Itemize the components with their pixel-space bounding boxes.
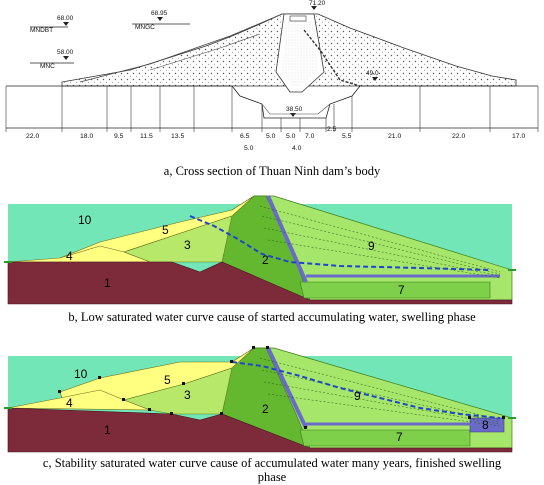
level-marker-icon <box>63 56 69 60</box>
dimension-label: 21.0 <box>388 133 401 140</box>
mesh-nodes <box>58 346 505 429</box>
seepage-lines <box>259 357 501 427</box>
level-value-crest: 71.20 <box>309 0 326 7</box>
dimension-label: 9.5 <box>114 133 124 140</box>
zone-label-4: 4 <box>66 249 73 263</box>
caption-c-line2: phase <box>258 470 287 484</box>
caption-a: a, Cross section of Thuan Ninh dam’s bod… <box>164 164 381 178</box>
zone-label-4: 4 <box>66 396 73 410</box>
zone-1-foundation <box>7 261 513 305</box>
dimension-label: 13.5 <box>171 133 184 140</box>
level-value-downstream: 49.0 <box>366 70 379 77</box>
zone-label-5: 5 <box>162 223 169 237</box>
seepage-lines <box>259 205 501 279</box>
level-marker-icon <box>290 113 296 117</box>
zone-label-7: 7 <box>398 283 405 297</box>
inner-slope-line <box>149 33 261 71</box>
zone-label-10: 10 <box>74 367 88 381</box>
zone-7-drain-blanket <box>299 281 491 299</box>
zone-7-drain-blanket <box>299 429 471 447</box>
panel-b-low-saturation: 10 5 3 4 2 9 1 7 b, Low saturated water … <box>4 195 516 324</box>
zone-label-1: 1 <box>104 423 111 437</box>
ground-line <box>6 85 538 119</box>
zone-label-2: 2 <box>262 253 269 267</box>
dimension-label: 5.0 <box>244 145 254 152</box>
dimension-label: 5.0 <box>266 133 276 140</box>
filter-line <box>266 347 308 429</box>
phreatic-line <box>231 361 501 419</box>
phreatic-line <box>189 215 491 271</box>
cutoff-trench <box>261 103 331 115</box>
zone-label-8: 8 <box>482 418 489 432</box>
dimension-label: 22.0 <box>26 133 39 140</box>
dimension-label: 11.5 <box>140 133 153 140</box>
dimension-label: 4.0 <box>292 145 302 152</box>
level-value-mndbt: 68.00 <box>57 15 74 22</box>
caption-c-line1: c, Stability saturated water curve cause… <box>43 456 502 470</box>
panel-c-stable-saturation: 10 5 3 4 2 9 1 7 8 c, Stability saturate… <box>4 346 516 484</box>
zone-label-2: 2 <box>262 402 269 416</box>
level-marker-icon <box>63 22 69 26</box>
zone-1-foundation <box>7 407 513 453</box>
inner-slope-line <box>79 13 283 83</box>
level-value-mnc: 58.00 <box>57 49 74 56</box>
dimension-label: 5.0 <box>286 133 296 140</box>
zone-label-10: 10 <box>78 213 92 227</box>
dimension-label: 17.0 <box>512 133 525 140</box>
zone-4-toe <box>7 389 151 411</box>
zone-label-1: 1 <box>104 276 111 290</box>
zone-label-5: 5 <box>164 373 171 387</box>
zone-label-9: 9 <box>368 239 375 253</box>
crest-wall <box>289 15 307 22</box>
level-value-base: 38.50 <box>286 106 303 113</box>
level-value-mngc: 68.95 <box>151 10 168 17</box>
dimension-label: 18.0 <box>80 133 93 140</box>
level-label-mndbt: MNDBT <box>30 27 53 34</box>
core-fine <box>282 20 318 86</box>
zone-label-9: 9 <box>354 389 361 403</box>
dimension-label: 2.5 <box>327 126 337 133</box>
caption-b: b, Low saturated water curve cause of st… <box>68 310 476 324</box>
panel-a-cross-section: MNDBT 68.00 MNGC 68.95 MNC 58.00 71.20 4… <box>5 0 539 178</box>
dimension-label: 6.5 <box>240 133 250 140</box>
level-label-mnc: MNC <box>40 63 55 70</box>
zone-label-3: 3 <box>184 238 191 252</box>
level-marker-icon <box>372 77 378 81</box>
dimension-ticks <box>5 86 539 132</box>
dimension-label: 7.0 <box>305 133 315 140</box>
level-label-mngc: MNGC <box>135 24 155 31</box>
dimension-label: 5.5 <box>342 133 352 140</box>
filter-line <box>266 195 308 283</box>
dimension-label: 22.0 <box>452 133 465 140</box>
drain-line <box>303 29 361 87</box>
zone-label-7: 7 <box>396 430 403 444</box>
level-marker-icon <box>311 6 317 10</box>
level-marker-icon <box>157 17 163 21</box>
zone-label-3: 3 <box>184 388 191 402</box>
